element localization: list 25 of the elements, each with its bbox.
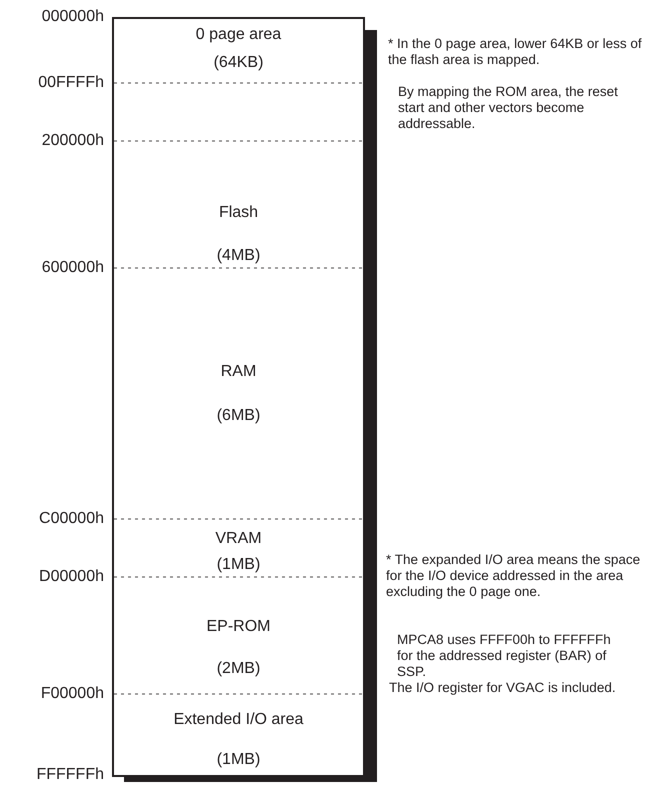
address-label: C00000h <box>38 510 104 528</box>
region-size: (6MB) <box>216 406 262 425</box>
region-size: (64KB) <box>212 53 264 72</box>
footnote: MPCA8 uses FFFF00h to FFFFFFh for the addressed register (BAR) of SSP. <box>397 632 612 680</box>
region-name: 0 page area <box>194 25 282 44</box>
address-label: 000000h <box>40 8 104 26</box>
address-label: 00FFFFh <box>37 74 104 92</box>
address-label: 200000h <box>40 132 104 150</box>
region-name: RAM <box>220 362 258 381</box>
footnote: By mapping the ROM area, the reset start and other vectors become addressable. <box>398 84 619 132</box>
address-label: D00000h <box>38 568 104 586</box>
region-name: Extended I/O area <box>172 710 304 729</box>
footnote: The I/O register for VGAC is included. <box>389 680 617 696</box>
footnote: * The expanded I/O area means the space for the I/O device addressed in the area excluding the 0 page one. <box>386 552 642 600</box>
region-size: (4MB) <box>216 246 262 265</box>
address-label: FFFFFFh <box>35 766 104 784</box>
region-name: VRAM <box>214 529 263 548</box>
region-size: (2MB) <box>216 659 262 678</box>
address-label: F00000h <box>40 685 104 703</box>
region-name: Flash <box>218 203 260 222</box>
region-size: (1MB) <box>216 750 262 769</box>
footnote: * In the 0 page area, lower 64KB or less of the flash area is mapped. <box>388 36 643 68</box>
region-name: EP-ROM <box>206 617 272 636</box>
address-label: 600000h <box>40 259 104 277</box>
region-size: (1MB) <box>216 555 262 574</box>
